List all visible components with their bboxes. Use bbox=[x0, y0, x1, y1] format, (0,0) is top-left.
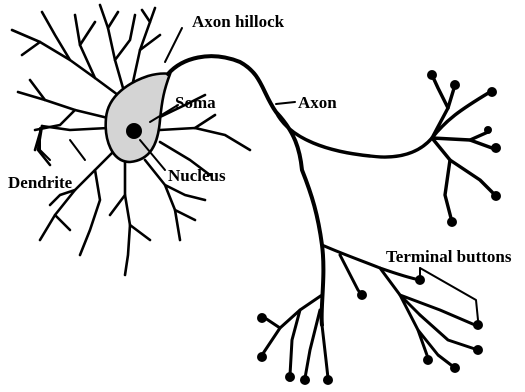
axon-hillock-label: Axon hillock bbox=[192, 12, 285, 31]
axon-hillock-pointer bbox=[165, 28, 182, 62]
dendrite-label: Dendrite bbox=[8, 173, 73, 192]
nucleus-dot bbox=[126, 123, 142, 139]
soma-body bbox=[106, 74, 170, 163]
nucleus-label: Nucleus bbox=[168, 166, 226, 185]
terminal-buttons-label: Terminal buttons bbox=[386, 247, 512, 266]
axon-label: Axon bbox=[298, 93, 337, 112]
soma-label: Soma bbox=[175, 93, 216, 112]
